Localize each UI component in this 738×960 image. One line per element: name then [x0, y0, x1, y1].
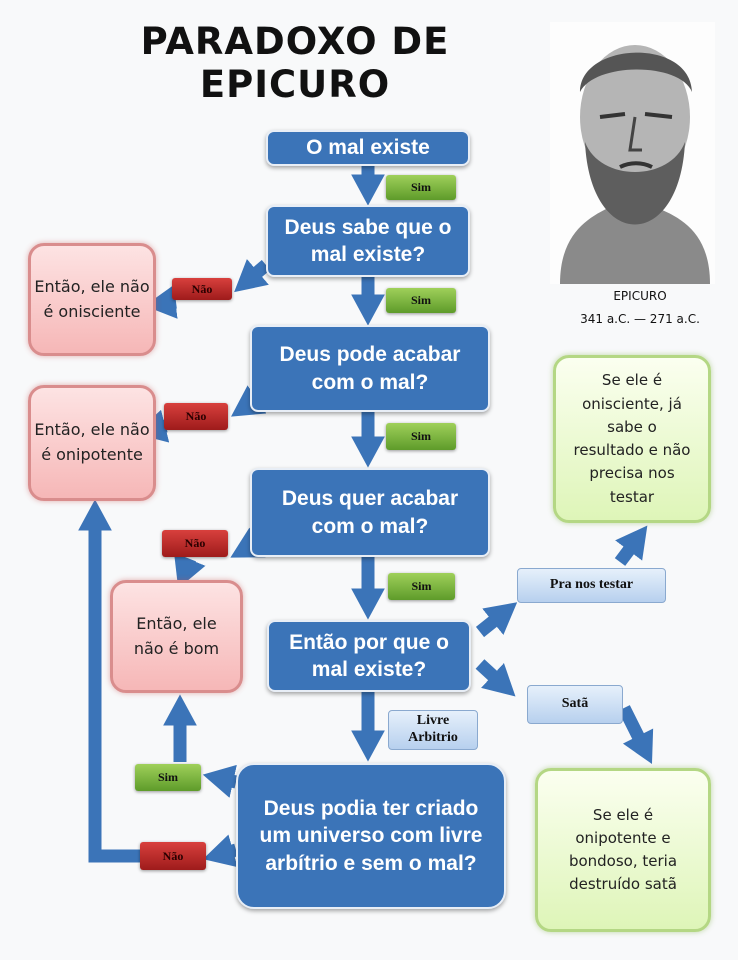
- label-livre-arbitrio: Livre Arbitrio: [388, 710, 478, 750]
- page-title: PARADOXO DE EPICURO: [140, 20, 450, 106]
- label-sim: Sim: [386, 175, 456, 200]
- arrow-down: [174, 553, 206, 589]
- label-sim: Sim: [135, 764, 201, 791]
- label-pra-nos-testar: Pra nos testar: [517, 568, 666, 603]
- portrait-name: EPICURO: [613, 289, 667, 303]
- label-nao: Não: [162, 530, 228, 557]
- label-sim: Sim: [386, 288, 456, 313]
- node-deus-quer: Deus quer acabar com o mal?: [250, 468, 490, 557]
- arrow-left: [202, 764, 238, 798]
- node-satan-result: Se ele é onipotente e bondoso, teria des…: [535, 768, 711, 932]
- label-nao: Não: [140, 842, 206, 870]
- label-sata: Satã: [527, 685, 623, 724]
- node-nao-bom: Então, ele não é bom: [110, 580, 243, 693]
- node-mal-existe: O mal existe: [266, 130, 470, 166]
- label-nao: Não: [172, 278, 232, 300]
- label-sim: Sim: [386, 423, 456, 450]
- node-nao-onipotente: Então, ele não é onipotente: [28, 385, 156, 501]
- node-deus-pode: Deus pode acabar com o mal?: [250, 325, 490, 412]
- arrow-down-right: [475, 659, 516, 697]
- node-nao-onisciente: Então, ele não é onisciente: [28, 243, 156, 356]
- arrow-loop: [78, 499, 140, 863]
- arrow-up-right: [614, 525, 648, 566]
- node-deus-podia: Deus podia ter criado um universo com li…: [236, 763, 506, 909]
- label-sim: Sim: [388, 573, 455, 600]
- arrow-left: [202, 834, 238, 868]
- label-nao: Não: [164, 403, 228, 430]
- arrow-left: [144, 285, 178, 319]
- node-por-que: Então por que o mal existe?: [267, 620, 471, 692]
- node-deus-sabe: Deus sabe que o mal existe?: [266, 205, 470, 277]
- portrait-dates: 341 a.C. — 271 a.C.: [580, 312, 700, 326]
- portrait-image: [550, 22, 715, 284]
- arrow-down-right: [618, 705, 654, 764]
- epicurus-portrait-icon: [550, 22, 715, 284]
- arrow-up-right: [475, 602, 518, 638]
- node-testar-result: Se ele é onisciente, já sabe o resultado…: [553, 355, 711, 523]
- arrow-left: [234, 259, 271, 293]
